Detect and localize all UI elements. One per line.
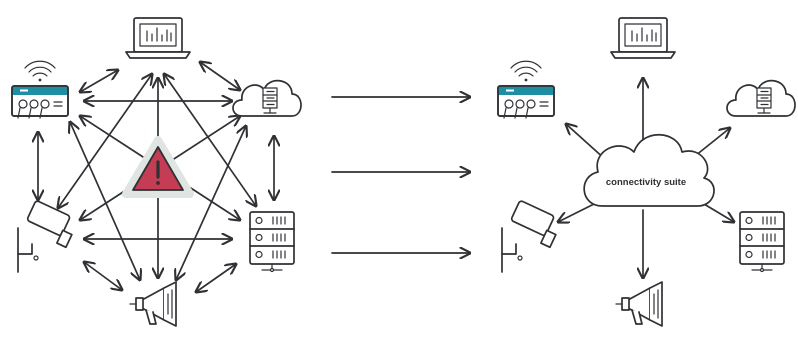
server-rack-icon [249, 211, 295, 273]
connectivity-suite-cloud: connectivity suite [583, 133, 715, 207]
connectivity-suite-label: connectivity suite [606, 177, 686, 188]
megaphone-icon [129, 281, 177, 327]
cloud-server-icon-hub [726, 79, 796, 117]
server-rack-icon-hub [739, 211, 785, 273]
laptop-icon-hub [610, 17, 676, 59]
laptop-icon [125, 17, 191, 59]
cloud-server-icon [232, 79, 302, 117]
router-icon [11, 60, 69, 119]
transition-arrows [331, 97, 470, 253]
router-icon-hub [497, 60, 555, 119]
security-camera-icon-hub [501, 199, 557, 273]
security-camera-icon [17, 199, 73, 273]
megaphone-icon-hub [615, 281, 663, 327]
warning-triangle-icon [126, 140, 190, 194]
